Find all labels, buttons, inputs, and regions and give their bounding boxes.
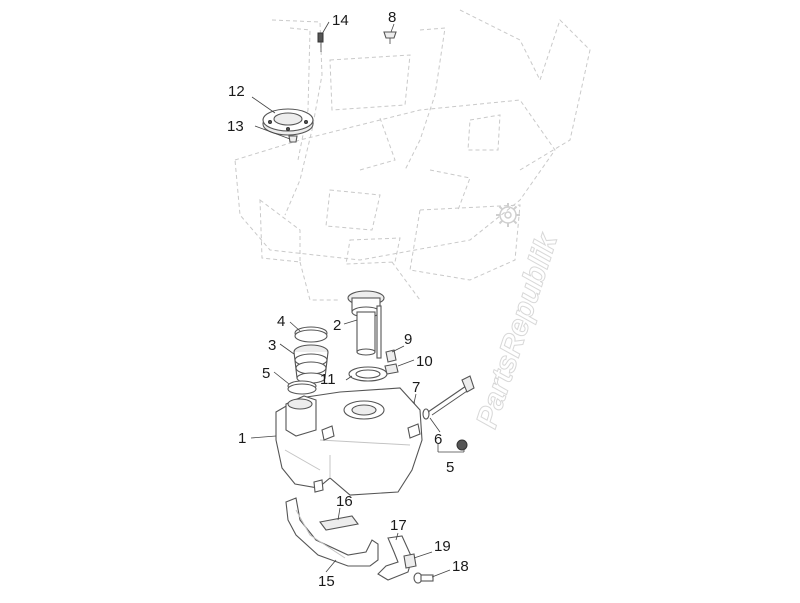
callout-13: 13 bbox=[227, 118, 244, 135]
callout-3: 3 bbox=[268, 337, 276, 354]
callout-5-right: 5 bbox=[446, 459, 454, 476]
part-5-clamp bbox=[287, 380, 317, 395]
callout-17: 17 bbox=[390, 517, 407, 534]
callout-18: 18 bbox=[452, 558, 469, 575]
part-8-screw bbox=[383, 31, 397, 44]
leader-lines bbox=[250, 21, 465, 578]
callout-15: 15 bbox=[318, 573, 335, 590]
part-15-strap bbox=[285, 497, 379, 567]
callout-2: 2 bbox=[333, 317, 341, 334]
part-14-screw bbox=[317, 32, 324, 52]
part-13-screw bbox=[288, 135, 298, 143]
part-10-nut bbox=[384, 363, 399, 375]
part-12-filler-neck-ring bbox=[262, 108, 314, 136]
callout-14: 14 bbox=[332, 12, 349, 29]
part-17-bracket bbox=[377, 535, 413, 581]
watermark-text: PartsRepublik bbox=[470, 229, 564, 432]
callout-19: 19 bbox=[434, 538, 451, 555]
part-19-nut bbox=[403, 553, 417, 569]
gear-icon bbox=[496, 203, 520, 227]
part-4-clamp bbox=[294, 326, 328, 343]
part-11-gasket bbox=[348, 366, 388, 382]
callout-11: 11 bbox=[320, 371, 336, 388]
part-1-fuel-tank bbox=[275, 387, 423, 496]
callout-labels: 14 8 12 13 2 4 9 3 10 5 11 7 6 1 5 16 17… bbox=[227, 9, 469, 590]
callout-16: 16 bbox=[336, 493, 353, 510]
callout-7: 7 bbox=[412, 379, 420, 396]
callout-6: 6 bbox=[434, 431, 442, 448]
callout-9: 9 bbox=[404, 331, 412, 348]
callout-12: 12 bbox=[228, 83, 245, 100]
watermark: PartsRepublik bbox=[470, 203, 565, 433]
scooter-frame-outline bbox=[234, 9, 591, 301]
part-6-bolt bbox=[422, 375, 475, 451]
callout-8: 8 bbox=[388, 9, 396, 26]
callout-10: 10 bbox=[416, 353, 433, 370]
part-2-fuel-pump bbox=[347, 290, 385, 359]
callout-1: 1 bbox=[238, 430, 246, 447]
part-18-bolt bbox=[413, 572, 434, 584]
callout-4: 4 bbox=[277, 313, 285, 330]
part-9-clip bbox=[385, 349, 397, 363]
part-16-rubber-pad bbox=[319, 515, 359, 531]
callout-5-left: 5 bbox=[262, 365, 270, 382]
